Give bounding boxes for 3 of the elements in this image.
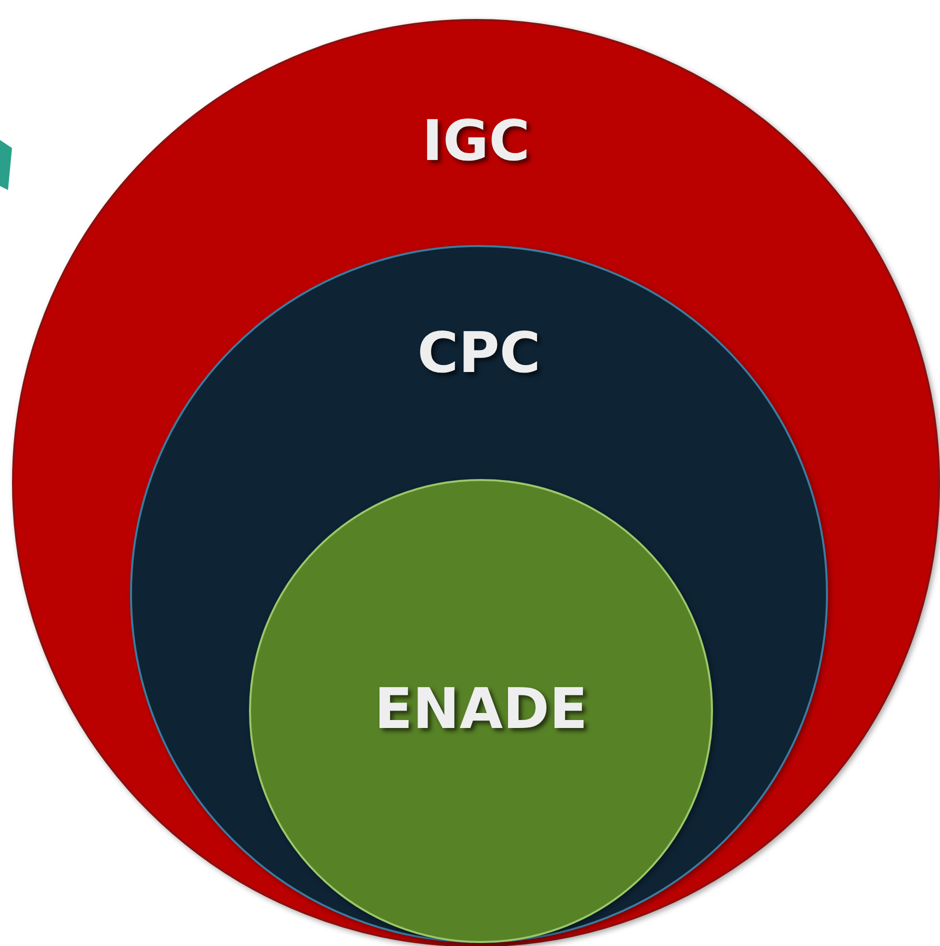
circle-label: CPC xyxy=(417,321,541,386)
circle-label: IGC xyxy=(422,109,530,174)
circle-label: ENADE xyxy=(374,677,588,742)
